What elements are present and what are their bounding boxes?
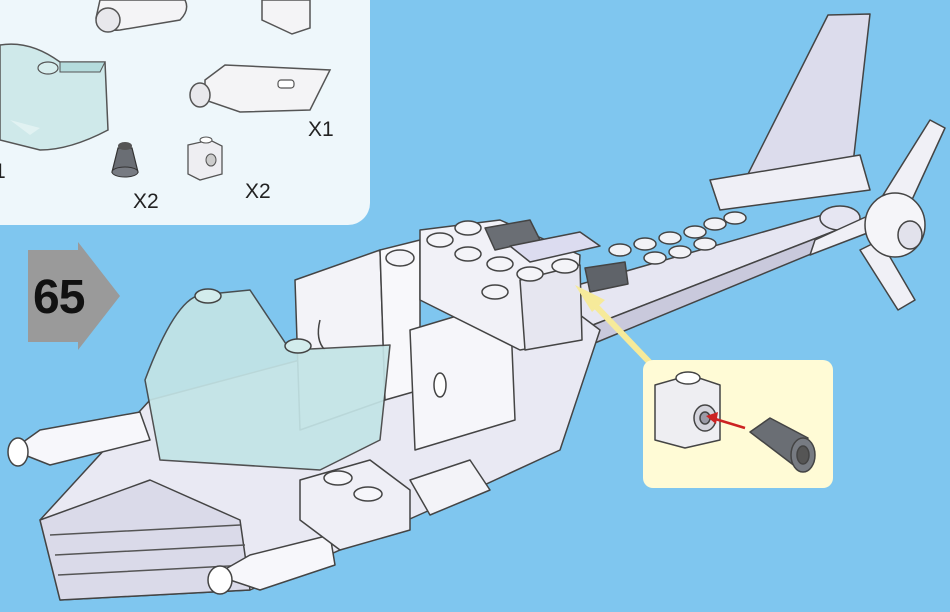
quantity-label: X1 [308, 118, 334, 142]
quantity-label: X2 [245, 180, 271, 204]
quantity-label: X2 [133, 190, 159, 214]
quantity-label: 1 [0, 160, 6, 184]
step-number: 65 [33, 270, 84, 325]
